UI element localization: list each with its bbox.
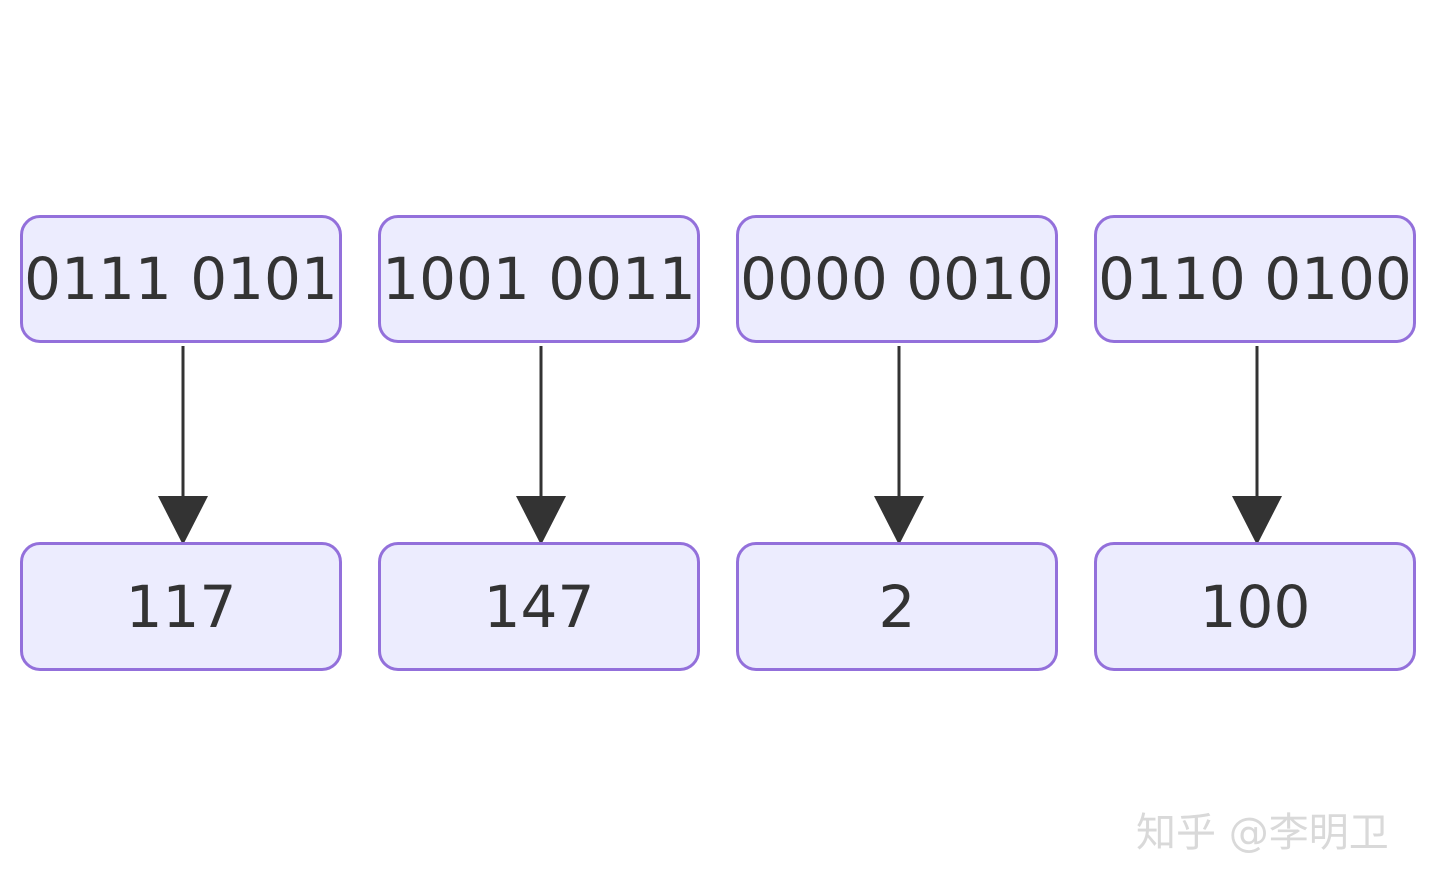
decimal-node-label: 100 — [1199, 572, 1311, 641]
decimal-node-4: 100 — [1094, 542, 1416, 671]
decimal-node-2: 147 — [378, 542, 700, 671]
arrowhead-icon — [1232, 496, 1282, 545]
arrowhead-icon — [158, 496, 208, 545]
decimal-node-3: 2 — [736, 542, 1058, 671]
decimal-node-label: 147 — [483, 572, 595, 641]
binary-node-label: 0000 0010 — [740, 245, 1054, 313]
edge-3 — [874, 346, 924, 545]
binary-node-3: 0000 0010 — [736, 215, 1058, 343]
binary-node-2: 1001 0011 — [378, 215, 700, 343]
decimal-node-label: 2 — [878, 572, 916, 641]
decimal-node-1: 117 — [20, 542, 342, 671]
binary-node-1: 0111 0101 — [20, 215, 342, 343]
arrowhead-icon — [874, 496, 924, 545]
arrowhead-icon — [516, 496, 566, 545]
binary-node-label: 0110 0100 — [1098, 245, 1412, 313]
edge-2 — [516, 346, 566, 545]
edge-1 — [158, 346, 208, 545]
decimal-node-label: 117 — [125, 572, 237, 641]
binary-node-label: 0111 0101 — [24, 245, 338, 313]
watermark: 知乎 @李明卫 — [1136, 810, 1389, 856]
edge-4 — [1232, 346, 1282, 545]
binary-node-label: 1001 0011 — [382, 245, 696, 313]
binary-node-4: 0110 0100 — [1094, 215, 1416, 343]
